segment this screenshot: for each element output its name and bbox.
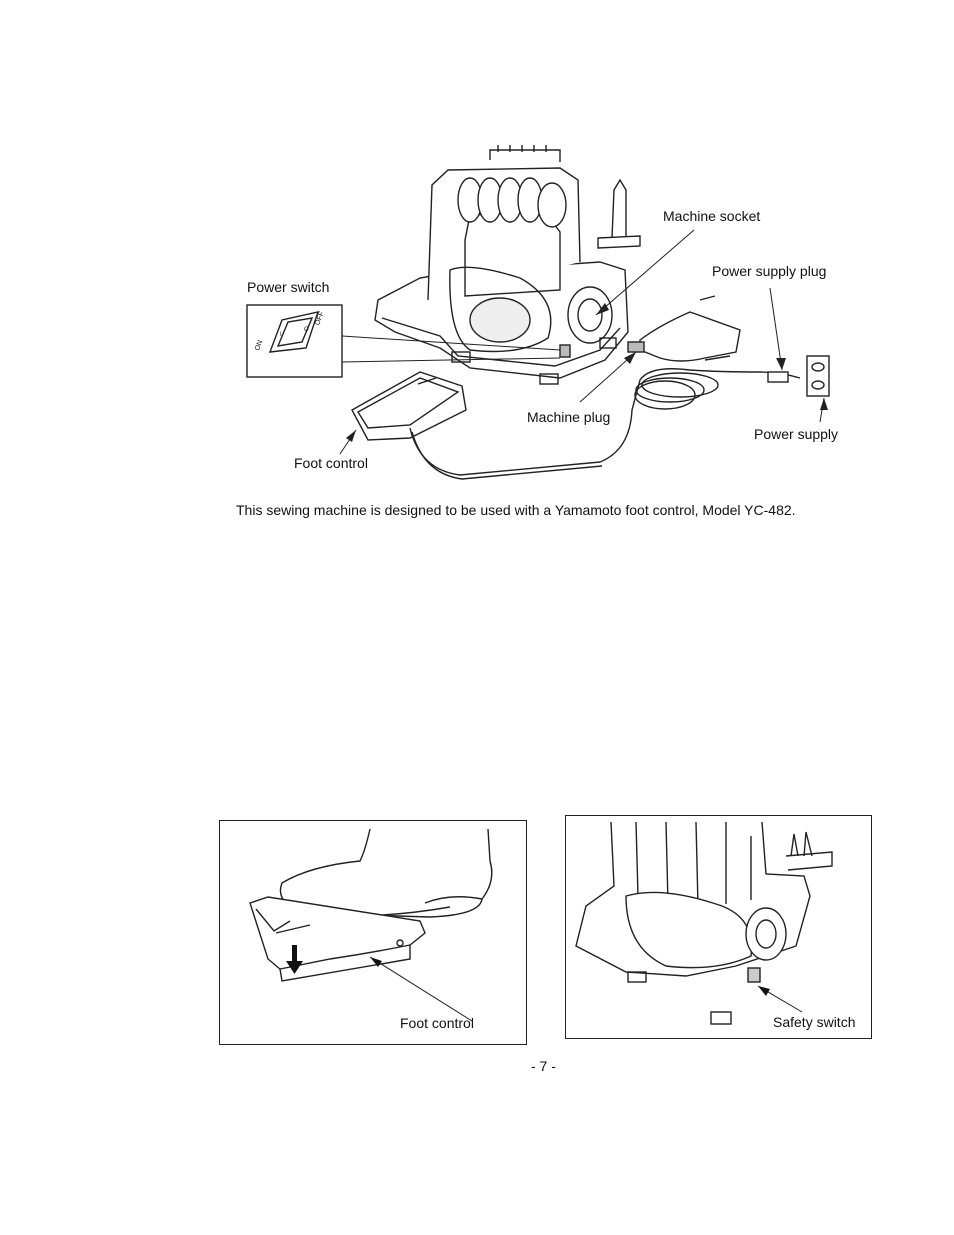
label-machine-plug: Machine plug	[527, 409, 610, 425]
label-safety-switch: Safety switch	[773, 1014, 855, 1030]
panel-safety-switch: Safety switch	[565, 815, 872, 1039]
label-foot-control-panel: Foot control	[400, 1015, 474, 1031]
panel-foot-control: Foot control	[219, 820, 527, 1045]
label-foot-control: Foot control	[294, 455, 368, 471]
switch-pos-0: O	[304, 327, 309, 333]
label-machine-socket: Machine socket	[663, 208, 760, 224]
foot-on-pedal-drawing	[220, 821, 526, 1044]
machine-safety-switch-drawing	[566, 816, 871, 1038]
page-number: - 7 -	[531, 1058, 556, 1074]
label-power-switch: Power switch	[247, 279, 329, 295]
caption-foot-control-model: This sewing machine is designed to be us…	[236, 502, 796, 518]
label-power-supply: Power supply	[754, 426, 838, 442]
label-power-supply-plug: Power supply plug	[712, 263, 826, 279]
switch-pos-1: I	[280, 332, 282, 338]
